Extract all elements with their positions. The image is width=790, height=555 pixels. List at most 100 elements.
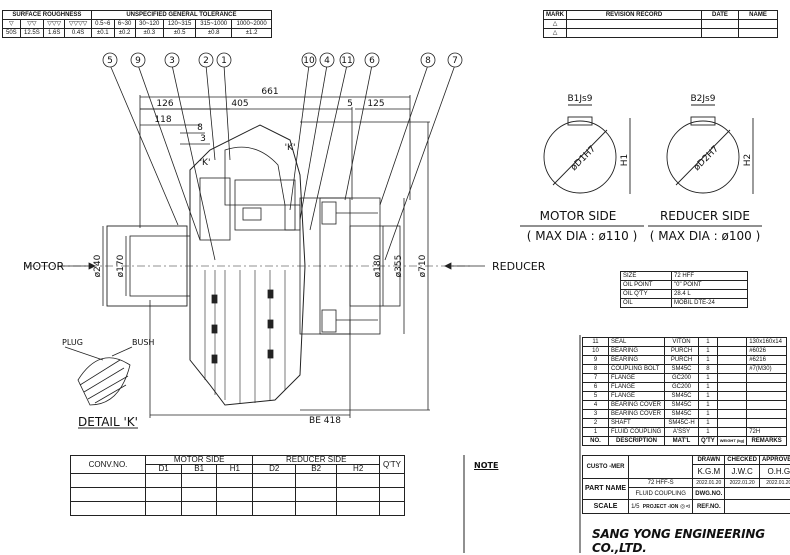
d1-label: øD1H7 <box>569 144 598 173</box>
balloon-label: 4 <box>324 56 330 66</box>
approved-header: APPROVED <box>758 455 790 465</box>
parts-cell-mat: GC200 <box>664 373 699 383</box>
b2-label: B2Js9 <box>691 94 716 104</box>
parts-cell-no: 9 <box>582 355 609 365</box>
dim-118: 118 <box>154 115 171 125</box>
conv-col: B1 <box>181 464 218 474</box>
conv-qty-header: Q'TY <box>379 455 405 474</box>
spec-value: 72 HFF <box>671 271 748 281</box>
parts-cell-w <box>716 427 748 437</box>
parts-cell-rem <box>746 391 787 401</box>
part-name-2: FLUID COUPLING <box>628 487 694 500</box>
parts-cell-desc: COUPLING BOLT <box>608 364 665 374</box>
note-label: NOTE <box>474 461 499 470</box>
parts-cell-w <box>716 391 748 401</box>
spec-value: 28.4 L <box>671 289 748 299</box>
parts-cell-w <box>716 418 748 428</box>
parts-cell-mat: A'SSY <box>664 427 699 437</box>
parts-cell-mat: VITON <box>664 337 699 347</box>
parts-cell-desc: BEARING COVER <box>608 409 665 419</box>
parts-cell-no: 4 <box>582 400 609 410</box>
parts-cell-rem <box>746 409 787 419</box>
conv-table: CONV.NO. MOTOR SIDE REDUCER SIDE Q'TY D1… <box>70 455 405 516</box>
checked-by: J.W.C <box>724 464 760 479</box>
balloon-label: 5 <box>107 56 113 66</box>
parts-cell-qty: 1 <box>698 382 718 392</box>
balloon-label: 2 <box>203 56 209 66</box>
parts-header-rem: REMARKS <box>746 436 787 446</box>
title-block: CUSTO -MER DRAWN CHECKED APPROVED K.G.M … <box>581 455 790 514</box>
parts-cell-desc: SEAL <box>608 337 665 347</box>
h2-label: H2 <box>743 154 753 167</box>
dim-be: BE 418 <box>309 416 341 426</box>
company-logo: SANG YONG ENGINEERING CO.,LTD. <box>592 527 765 555</box>
k-mark-2: 'K' <box>285 143 296 153</box>
parts-cell-qty: 1 <box>698 409 718 419</box>
parts-header-mat: MAT'L <box>664 436 699 446</box>
reducer-max-dia: ( MAX DIA : ø100 ) <box>650 229 761 243</box>
parts-cell-qty: 1 <box>698 400 718 410</box>
part-name-1: 72 HFF-S <box>628 478 694 488</box>
parts-cell-no: 10 <box>582 346 609 356</box>
parts-cell-rem: #7(M30) <box>746 364 787 374</box>
reducer-side-title: REDUCER SIDE <box>660 209 750 223</box>
parts-cell-desc: FLANGE <box>608 373 665 383</box>
parts-cell-mat: SM45C <box>664 400 699 410</box>
h1-label: H1 <box>620 154 630 167</box>
parts-cell-w <box>716 382 748 392</box>
k-mark-1: 'K' <box>200 158 211 168</box>
dim-5: 5 <box>347 99 353 109</box>
parts-cell-desc: BEARING <box>608 355 665 365</box>
dim-661: 661 <box>261 87 278 97</box>
parts-cell-desc: BEARING <box>608 346 665 356</box>
scale-value: 1/5 PROJECT -ION ◎⊲ <box>628 499 694 514</box>
balloon-label: 6 <box>369 56 375 66</box>
parts-cell-qty: 1 <box>698 373 718 383</box>
parts-cell-mat: SM45C <box>664 391 699 401</box>
balloon-label: 10 <box>303 56 315 66</box>
balloon-label: 9 <box>135 56 141 66</box>
parts-cell-no: 1 <box>582 427 609 437</box>
parts-cell-mat: SM45C <box>664 409 699 419</box>
parts-cell-rem <box>746 382 787 392</box>
conv-col: B2 <box>294 464 338 474</box>
parts-cell-qty: 1 <box>698 337 718 347</box>
parts-header-desc: DESCRIPTION <box>608 436 665 446</box>
tolerance-table: SURFACE ROUGHNESS UNSPECIFIED GENERAL TO… <box>2 10 273 38</box>
drawn-header: DRAWN <box>692 455 726 465</box>
dim-126: 126 <box>156 99 173 109</box>
conv-col: H1 <box>216 464 254 474</box>
parts-cell-rem: 130x160x14 <box>746 337 787 347</box>
spec-key: OIL <box>620 298 672 308</box>
scale-label: SCALE <box>581 499 630 514</box>
parts-cell-mat: SM45C-H <box>664 418 699 428</box>
customer-label: CUSTO -MER <box>581 455 630 479</box>
dim-405: 405 <box>231 99 248 109</box>
balloon-label: 11 <box>341 56 352 66</box>
parts-cell-no: 11 <box>582 337 609 347</box>
spec-key: OIL Q'TY <box>620 289 672 299</box>
dim-240: ø240 <box>93 254 103 277</box>
parts-cell-rem: #6026 <box>746 346 787 356</box>
rough-value: 1.6S <box>43 28 66 38</box>
drawn-date: 2022.01.20 <box>692 478 726 488</box>
spec-key: OIL POINT <box>620 280 672 290</box>
motor-side-title: MOTOR SIDE <box>540 209 617 223</box>
parts-cell-desc: FLANGE <box>608 391 665 401</box>
projection-icon: ◎⊲ <box>680 503 691 510</box>
parts-cell-w <box>716 409 748 419</box>
parts-cell-no: 8 <box>582 364 609 374</box>
parts-cell-rem: 72H <box>746 427 787 437</box>
parts-cell-qty: 1 <box>698 355 718 365</box>
spec-key: SIZE <box>620 271 672 281</box>
parts-cell-mat: SM45C <box>664 364 699 374</box>
